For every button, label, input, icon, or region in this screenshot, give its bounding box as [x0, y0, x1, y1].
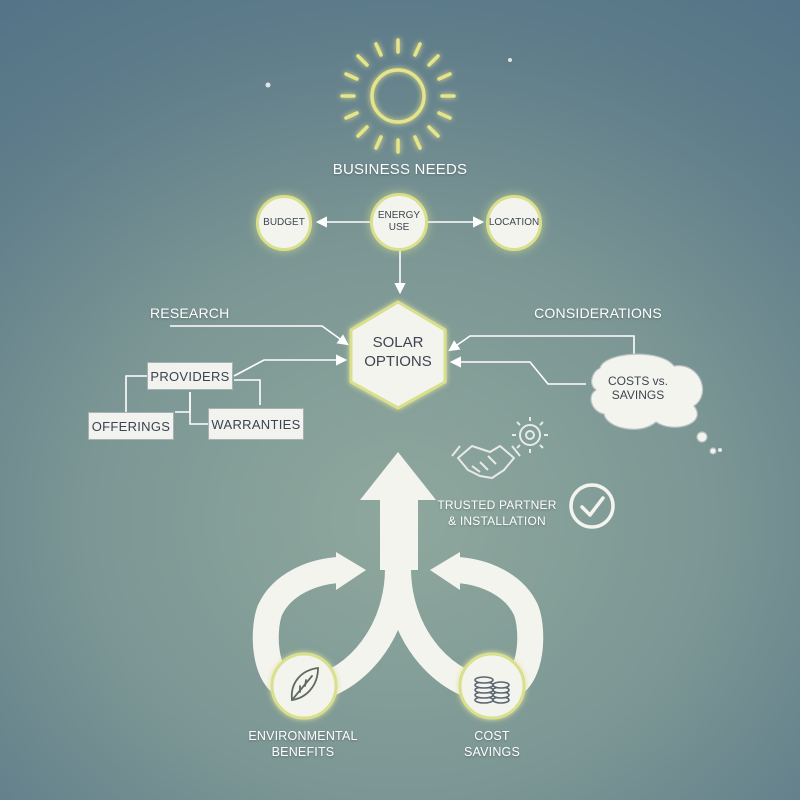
environment-node: [270, 652, 338, 720]
providers-box: PROVIDERS: [147, 362, 233, 390]
research-connectors: [125, 325, 349, 425]
energy-label-line2: USE: [388, 222, 410, 233]
warranties-box: WARRANTIES: [208, 408, 304, 440]
coins-icon: [474, 676, 510, 704]
warranties-label: WARRANTIES: [211, 416, 301, 432]
cost-node: [458, 652, 526, 720]
considerations-connectors: [448, 335, 635, 385]
providers-label: PROVIDERS: [150, 368, 230, 384]
partner-line1: TRUSTED PARTNER: [437, 498, 557, 512]
budget-label: BUDGET: [263, 217, 305, 228]
partner-line2: & INSTALLATION: [448, 514, 546, 528]
sun-icon: [340, 38, 456, 154]
costs-savings-text: COSTS vs. SAVINGS: [596, 374, 680, 402]
solar-options-hexagon: [349, 300, 447, 410]
costs-line1: COSTS vs.: [607, 374, 668, 388]
cost-line1: COST: [474, 729, 510, 743]
environmental-benefits-label: ENVIRONMENTAL BENEFITS: [238, 728, 368, 760]
trusted-partner-label: TRUSTED PARTNER & INSTALLATION: [432, 497, 562, 529]
location-label: LOCATION: [488, 217, 540, 228]
handshake-gear-icon: [451, 417, 548, 479]
energy-use-node: ENERGY USE: [370, 193, 428, 251]
cost-line2: SAVINGS: [463, 745, 521, 759]
costs-line2: SAVINGS: [611, 388, 665, 402]
budget-node: BUDGET: [256, 195, 312, 251]
location-node: LOCATION: [486, 195, 542, 251]
solar-options-line2: OPTIONS: [364, 353, 432, 370]
business-needs-title: BUSINESS NEEDS: [332, 161, 468, 178]
solar-options-line1: SOLAR: [372, 334, 424, 351]
sparkle-icon: [265, 58, 722, 452]
solar-options-label: SOLAR OPTIONS: [351, 333, 445, 371]
loop-arrowheads: [336, 552, 460, 590]
cost-savings-label: COST SAVINGS: [440, 728, 544, 760]
thought-bubble: [590, 353, 717, 455]
env-line1: ENVIRONMENTAL: [248, 729, 358, 743]
growth-arrows: [360, 452, 436, 570]
research-label: RESEARCH: [150, 305, 230, 321]
energy-label-line1: ENERGY: [377, 210, 421, 221]
checkmark-icon: [569, 483, 615, 529]
considerations-label: CONSIDERATIONS: [534, 305, 662, 321]
offerings-label: OFFERINGS: [91, 418, 171, 434]
leaf-icon: [290, 666, 319, 702]
env-line2: BENEFITS: [271, 745, 335, 759]
needs-connectors: [315, 216, 485, 295]
offerings-box: OFFERINGS: [88, 412, 174, 440]
